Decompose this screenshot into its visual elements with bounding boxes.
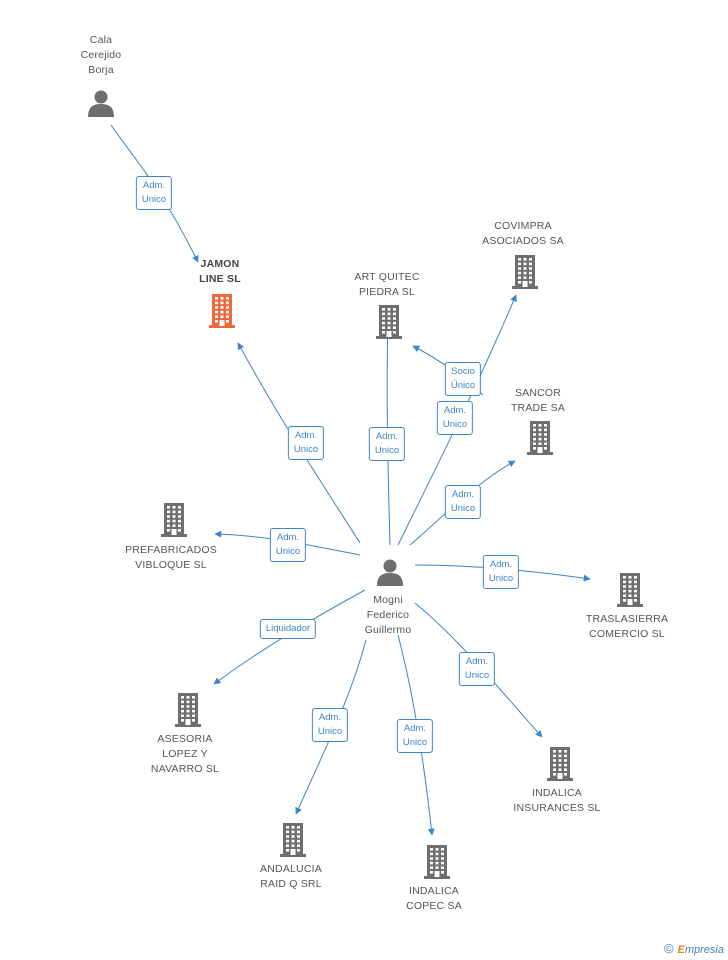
node-label-line: Cala: [89, 34, 113, 46]
node-label-line: Cerejido: [80, 49, 122, 61]
building-icon[interactable]: [512, 255, 538, 294]
copyright-icon: ©: [663, 941, 674, 956]
building-icon[interactable]: [617, 573, 643, 612]
edge-label-mogni-to-covimpra[interactable]: Adm. Unico: [436, 401, 474, 435]
node-label-covimpra[interactable]: COVIMPRA ASOCIADOS SA: [463, 219, 583, 249]
edge-label-line: Adm.: [276, 532, 300, 543]
edge-label-mogni-to-artquitec[interactable]: Adm. Unico: [368, 427, 406, 461]
node-label-line: LOPEZ Y: [162, 748, 208, 760]
building-icon[interactable]: [376, 305, 402, 344]
node-label-line: JAMON: [200, 258, 240, 270]
node-label-line: COVIMPRA: [494, 220, 552, 232]
node-label-jamon[interactable]: JAMON LINE SL: [160, 257, 280, 287]
edge-label-mogni-to-prefabricados[interactable]: Adm. Unico: [269, 528, 307, 562]
building-icon[interactable]: [547, 747, 573, 786]
building-icon[interactable]: [209, 294, 235, 333]
edge-label-mogni-to-andalucia[interactable]: Adm. Unico: [311, 708, 349, 742]
node-label-line: Borja: [88, 64, 114, 76]
empresia-logo[interactable]: ©Empresia: [664, 941, 724, 956]
edge-label-line: Unico: [450, 503, 476, 514]
node-label-line: TRADE SA: [510, 402, 566, 414]
person-icon[interactable]: [87, 89, 115, 122]
node-label-line: INDALICA: [531, 787, 583, 799]
node-label-line: INDALICA: [408, 885, 460, 897]
node-label-indalica-copec[interactable]: INDALICA COPEC SA: [374, 884, 494, 914]
node-label-prefabricados[interactable]: PREFABRICADOS VIBLOQUE SL: [111, 543, 231, 573]
node-label-line: COMERCIO SL: [589, 628, 665, 640]
edge-label-line: Adm.: [403, 723, 427, 734]
edge-label-line: Adm.: [375, 431, 399, 442]
building-icon[interactable]: [280, 823, 306, 862]
edge-label-mogni-to-sancor[interactable]: Adm. Unico: [444, 485, 482, 519]
node-label-andalucia[interactable]: ANDALUCIA RAID Q SRL: [231, 862, 351, 892]
edge-label-mogni-to-jamon[interactable]: Adm. Unico: [287, 426, 325, 460]
node-label-line: NAVARRO SL: [150, 763, 220, 775]
edge-label-line: Socio: [451, 366, 475, 377]
edge-label-mogni-to-indalica_ins[interactable]: Adm. Unico: [458, 652, 496, 686]
building-icon[interactable]: [527, 421, 553, 460]
edge-label-line: Adm.: [489, 559, 513, 570]
node-label-line: PREFABRICADOS: [125, 544, 217, 556]
node-label-line: PIEDRA SL: [358, 286, 416, 298]
edge-label-line: Adm.: [318, 712, 342, 723]
edge-label-line: Adm.: [451, 489, 475, 500]
edge-label-mogni-to-asesoria[interactable]: Liquidador: [259, 619, 317, 639]
node-label-line: ANDALUCIA: [260, 863, 322, 875]
edge-label-line: Adm.: [443, 405, 467, 416]
building-icon[interactable]: [175, 693, 201, 732]
person-icon[interactable]: [376, 558, 404, 591]
edge-label-line: Único: [450, 380, 476, 391]
node-label-asesoria[interactable]: ASESORIA LOPEZ Y NAVARRO SL: [125, 732, 245, 777]
edge-label-line: Unico: [442, 419, 468, 430]
edge-label-line: Unico: [141, 194, 167, 205]
edge-label-line: Unico: [275, 546, 301, 557]
node-label-line: ASOCIADOS SA: [482, 235, 564, 247]
node-label-line: RAID Q SRL: [260, 878, 322, 890]
edge-label-mogni-to-traslasierra[interactable]: Adm. Unico: [482, 555, 520, 589]
edge-label-line: Unico: [464, 670, 490, 681]
node-label-sancor[interactable]: SANCOR TRADE SA: [478, 386, 598, 416]
node-label-line: Mogni: [373, 594, 403, 606]
edge-label-line: Adm.: [142, 180, 166, 191]
building-icon[interactable]: [161, 503, 187, 542]
node-label-indalica-ins[interactable]: INDALICA INSURANCES SL: [497, 786, 617, 816]
node-label-traslasierra[interactable]: TRASLASIERRA COMERCIO SL: [567, 612, 687, 642]
node-label-line: INSURANCES SL: [513, 802, 601, 814]
edge-label-line: Unico: [374, 445, 400, 456]
edge-label-mogni-to-indalica_copec[interactable]: Adm. Unico: [396, 719, 434, 753]
node-label-line: ART QUITEC: [354, 271, 420, 283]
node-label-line: SANCOR: [514, 387, 562, 399]
edge-label-line: Adm.: [294, 430, 318, 441]
node-label-line: ASESORIA: [157, 733, 213, 745]
edge-label-line: Adm.: [465, 656, 489, 667]
logo-text: mpresia: [684, 944, 724, 956]
edge-label-cala-to-jamon[interactable]: Adm. Unico: [135, 176, 173, 210]
node-label-line: LINE SL: [199, 273, 241, 285]
edge-label-line: Unico: [488, 573, 514, 584]
building-icon[interactable]: [424, 845, 450, 884]
node-label-line: Federico: [366, 609, 410, 621]
node-label-line: TRASLASIERRA: [585, 613, 669, 625]
node-label-line: Guillermo: [364, 624, 412, 636]
edge-label-line: Unico: [402, 737, 428, 748]
edge-label-line: Unico: [293, 444, 319, 455]
node-label-artquitec[interactable]: ART QUITEC PIEDRA SL: [327, 270, 447, 300]
edge-label-line: Unico: [317, 726, 343, 737]
node-label-line: COPEC SA: [406, 900, 462, 912]
edge-label-line: Liquidador: [265, 623, 311, 634]
logo-initial: E: [677, 944, 685, 956]
node-label-line: VIBLOQUE SL: [135, 559, 207, 571]
